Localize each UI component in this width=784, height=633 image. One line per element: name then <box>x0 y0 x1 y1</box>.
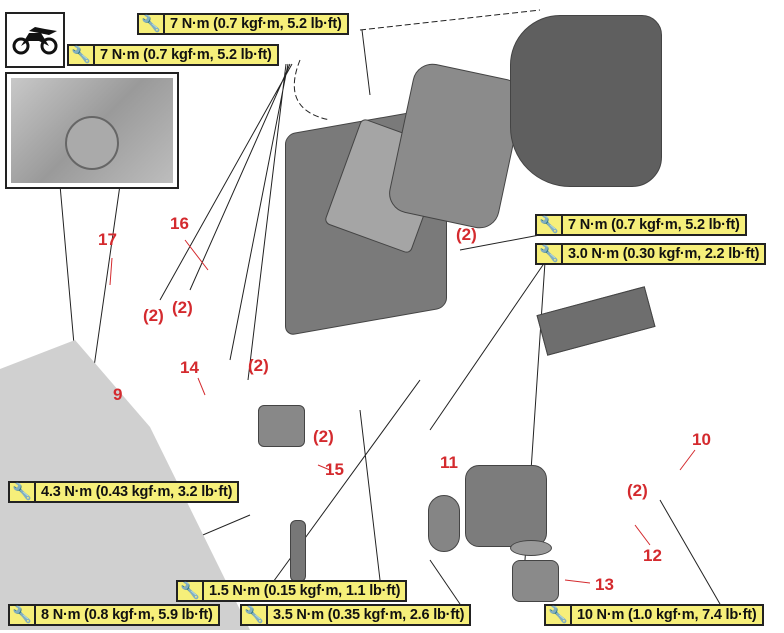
clamp-part <box>510 540 552 556</box>
callout-qty: (2) <box>143 306 164 325</box>
callout-qty: (2) <box>627 481 648 500</box>
torque-wrench-icon: 🔧 <box>546 606 572 624</box>
callout-15: 15 <box>325 460 344 479</box>
torque-label-throttle-bolt: 🔧3.5 N·m (0.35 kgf·m, 2.6 lb·ft) <box>240 604 472 626</box>
torque-label-hose-clamp: 🔧1.5 N·m (0.15 kgf·m, 1.1 lb·ft) <box>176 580 408 602</box>
callout-12: 12 <box>643 546 662 565</box>
coil-part <box>258 405 305 447</box>
callout-qty: (2) <box>313 427 334 446</box>
torque-label-clamps: 🔧3.0 N·m (0.30 kgf·m, 2.2 lb·ft) <box>535 243 767 265</box>
motorcycle-icon-box <box>5 12 65 68</box>
side-cover-part <box>510 15 662 187</box>
callout-9: 9 <box>113 385 123 404</box>
torque-wrench-icon: 🔧 <box>537 245 563 263</box>
torque-wrench-icon: 🔧 <box>139 15 165 33</box>
joint-part <box>512 560 559 602</box>
hose-part <box>290 520 306 582</box>
throttle-body-part <box>465 465 547 547</box>
detail-inset-photo <box>5 72 179 189</box>
torque-label-sensor: 🔧4.3 N·m (0.43 kgf·m, 3.2 lb·ft) <box>8 481 240 503</box>
torque-wrench-icon: 🔧 <box>178 582 204 600</box>
torque-label-bolts: 🔧7 N·m (0.7 kgf·m, 5.2 lb·ft) <box>67 44 279 66</box>
callout-16: 16 <box>170 214 189 233</box>
torque-wrench-icon: 🔧 <box>10 483 36 501</box>
callout-qty: (2) <box>456 225 477 244</box>
callout-qty: (2) <box>248 356 269 375</box>
callout-11: 11 <box>440 453 458 472</box>
torque-label-airbox-top: 🔧7 N·m (0.7 kgf·m, 5.2 lb·ft) <box>137 13 349 35</box>
torque-wrench-icon: 🔧 <box>10 606 36 624</box>
torque-label-nut: 🔧8 N·m (0.8 kgf·m, 5.9 lb·ft) <box>8 604 220 626</box>
callout-13: 13 <box>595 575 614 594</box>
sensor-plate-part <box>428 495 460 552</box>
motorcycle-icon <box>12 27 58 55</box>
torque-wrench-icon: 🔧 <box>537 216 563 234</box>
torque-label-right-bolt: 🔧7 N·m (0.7 kgf·m, 5.2 lb·ft) <box>535 214 747 236</box>
callout-14: 14 <box>180 358 199 377</box>
torque-wrench-icon: 🔧 <box>69 46 95 64</box>
torque-wrench-icon: 🔧 <box>242 606 268 624</box>
callout-17: 17 <box>98 230 117 249</box>
torque-label-joint-bolt: 🔧10 N·m (1.0 kgf·m, 7.4 lb·ft) <box>544 604 764 626</box>
callout-10: 10 <box>692 430 711 449</box>
callout-qty: (2) <box>172 298 193 317</box>
